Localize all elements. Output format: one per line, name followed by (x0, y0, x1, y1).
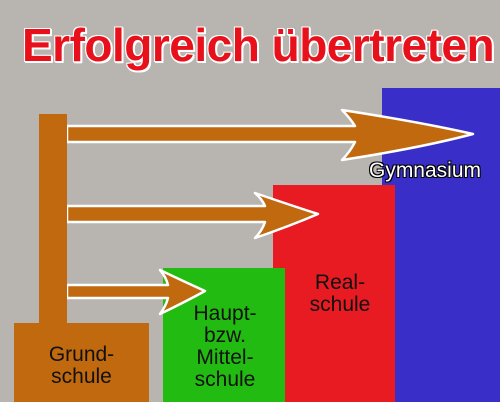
hauptschule-label-line-4: schule (194, 368, 256, 391)
arrow-to-hauptschule (65, 268, 207, 316)
grundschule-base-block (14, 323, 149, 402)
diagram-title: Erfolgreich übertreten (22, 19, 495, 71)
arrow-to-gymnasium (65, 108, 475, 162)
realschule-label: Real- schule (290, 272, 390, 316)
hauptschule-label: Haupt- bzw. Mittel- schule (165, 303, 285, 391)
realschule-label-line-2: schule (309, 293, 371, 316)
hauptschule-label-line-3: Mittel- (196, 346, 254, 369)
realschule-label-line-1: Real- (314, 271, 366, 294)
gymnasium-label-line-1: Gymnasium (368, 159, 482, 182)
arrow-to-realschule (65, 191, 320, 240)
grundschule-label-line-1: Grund- (48, 343, 115, 366)
hauptschule-label-line-2: bzw. (203, 324, 247, 347)
grundschule-label-line-2: schule (51, 365, 112, 388)
gymnasium-label: Gymnasium (350, 160, 500, 182)
grundschule-label: Grund- schule (14, 344, 149, 388)
hauptschule-label-line-1: Haupt- (193, 302, 257, 325)
gymnasium-block-front (395, 185, 409, 402)
